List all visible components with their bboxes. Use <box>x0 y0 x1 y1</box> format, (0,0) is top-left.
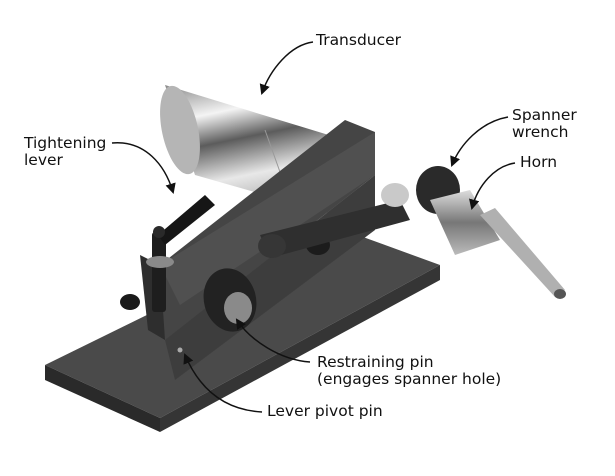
callout-arrows <box>111 41 516 413</box>
arrow-spanner-wrench <box>450 116 509 167</box>
tightening-lever <box>146 195 215 312</box>
label-spanner-wrench: Spanner wrench <box>512 106 577 141</box>
arrow-tightening-lever <box>111 142 176 195</box>
arrow-transducer <box>259 41 314 95</box>
label-transducer: Transducer <box>316 31 402 49</box>
arrow-lever-pivot-pin <box>183 353 263 413</box>
label-lever-pivot-pin: Lever pivot pin <box>267 402 383 420</box>
arrow-restraining-pin <box>235 318 311 363</box>
label-horn: Horn <box>520 153 558 171</box>
label-tightening-lever: Tightening lever <box>24 134 107 169</box>
label-restraining-pin: Restraining pin (engages spanner hole) <box>317 353 502 388</box>
horn <box>430 190 566 299</box>
arrow-horn <box>469 162 516 211</box>
